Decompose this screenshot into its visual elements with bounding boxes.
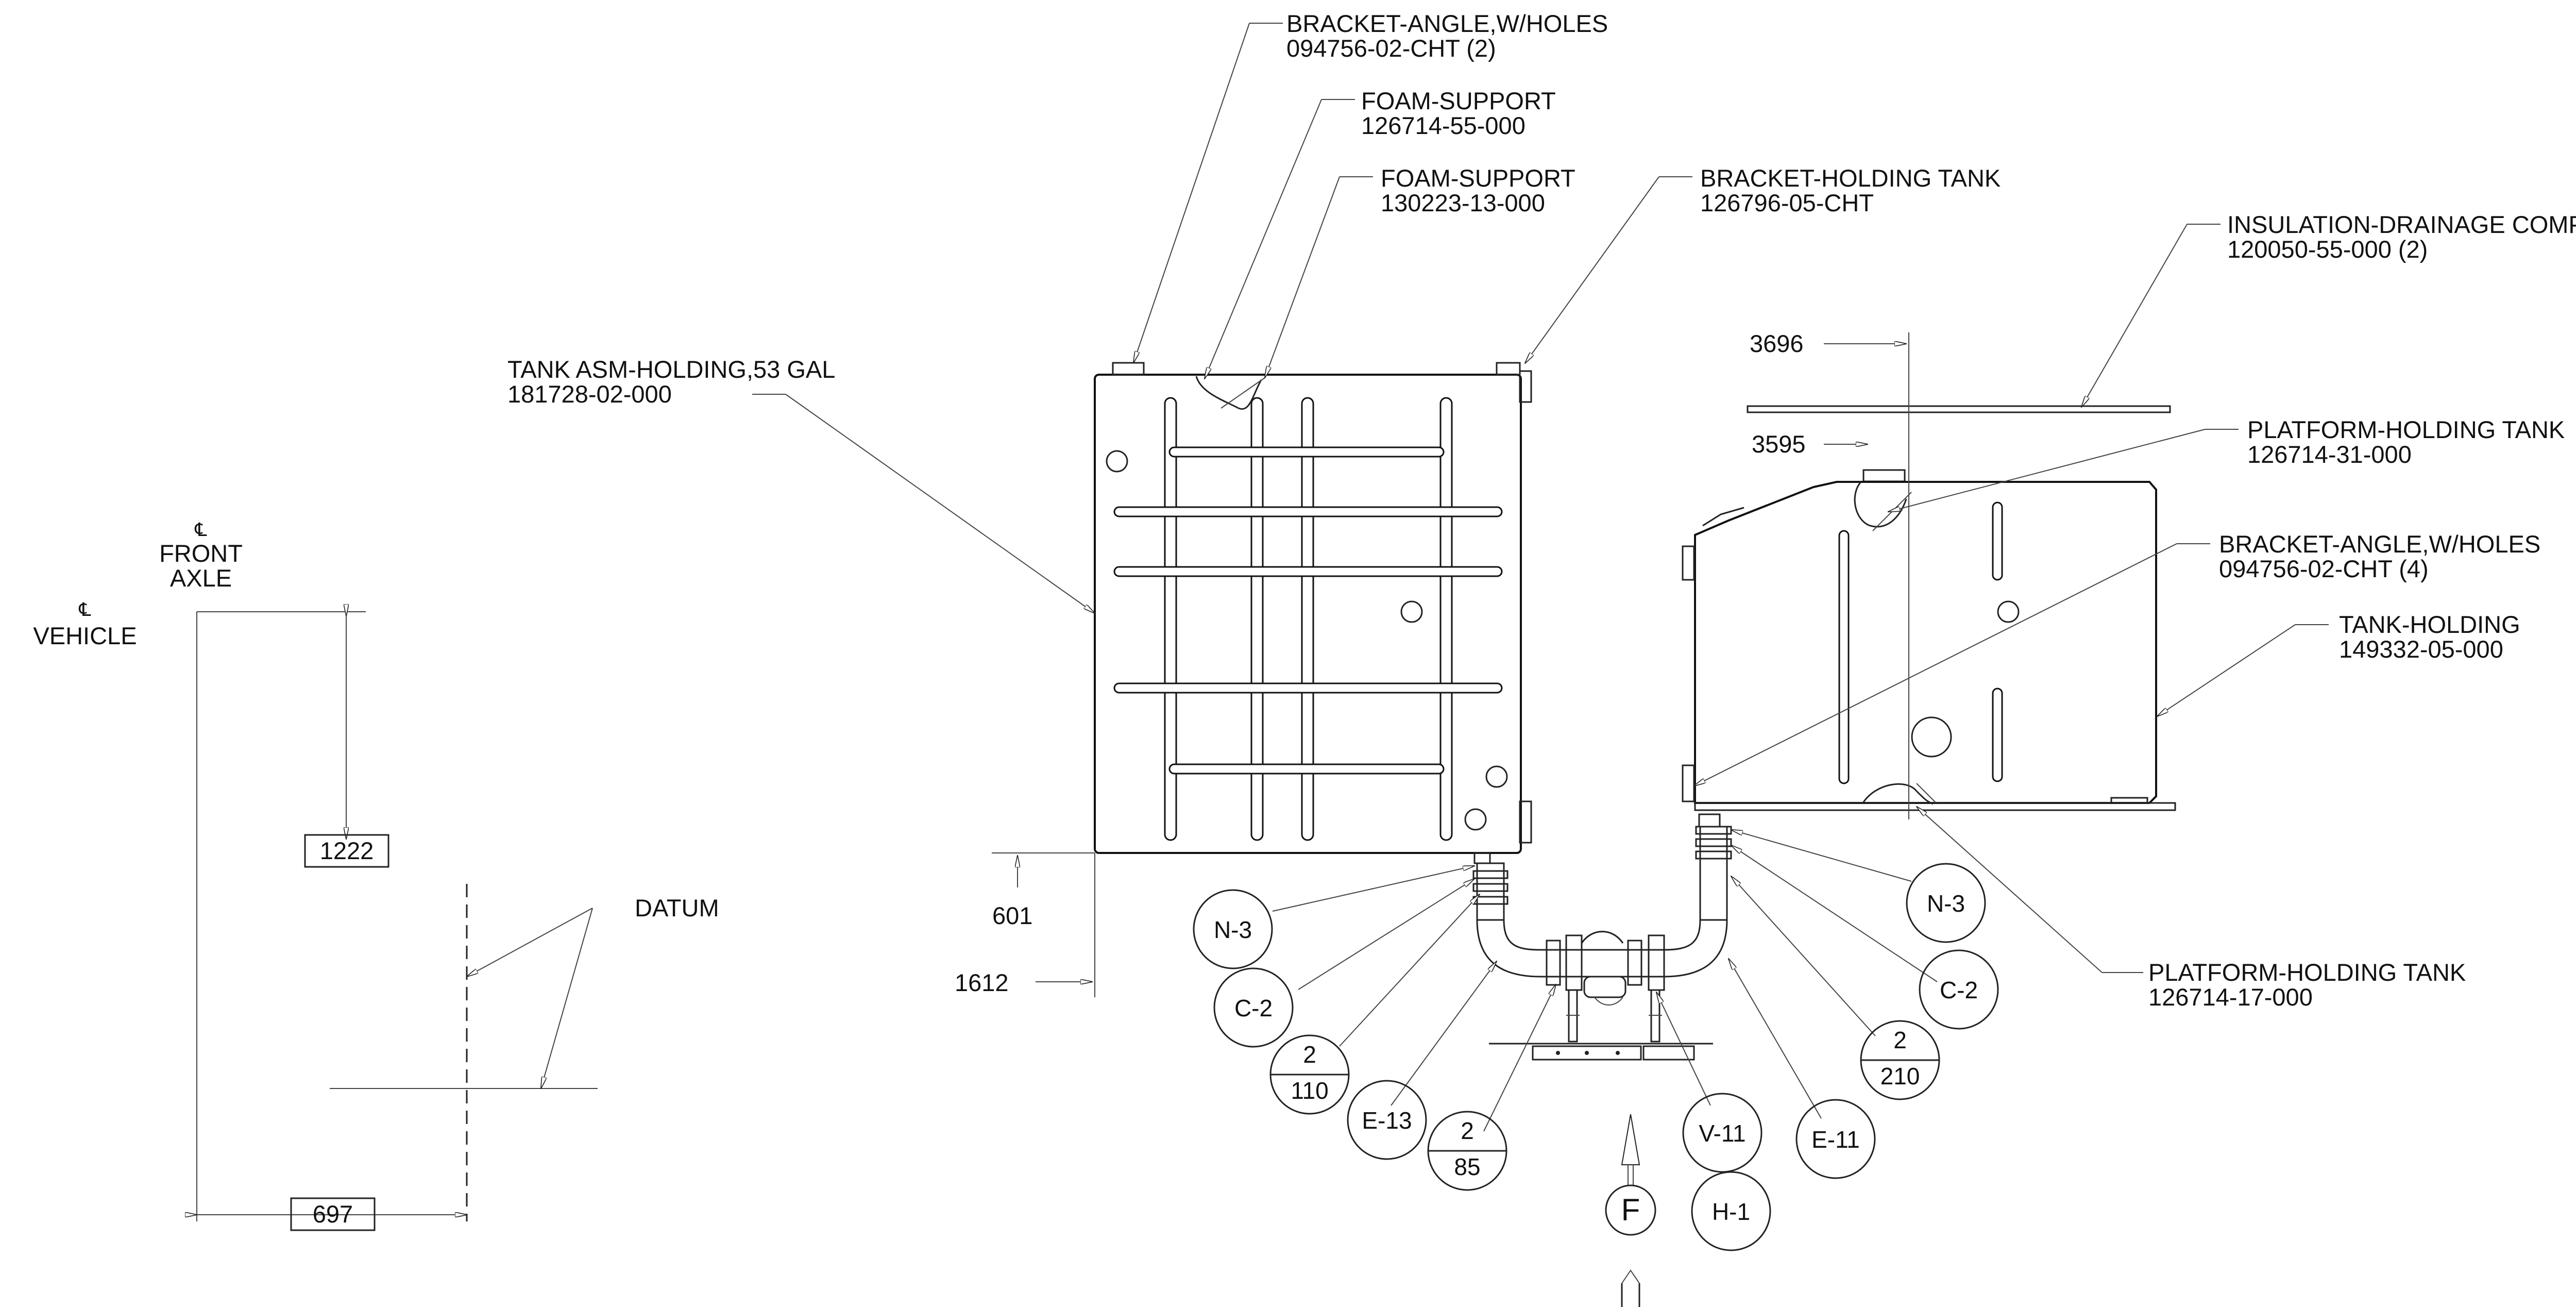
label-foam-support-1-pn: 126714-55-000 bbox=[1361, 112, 1526, 139]
label-foam-support-1: FOAM-SUPPORT bbox=[1361, 87, 1556, 114]
label-vehicle: VEHICLE bbox=[33, 622, 137, 649]
callout-n3-left: N-3 bbox=[1214, 916, 1252, 943]
datum-dimensions bbox=[197, 344, 1906, 1221]
dim-1222: 1222 bbox=[320, 837, 374, 864]
callout-e13: E-13 bbox=[1362, 1107, 1412, 1134]
label-tank-asm-holding-pn: 181728-02-000 bbox=[507, 380, 672, 408]
callout-e11: E-11 bbox=[1811, 1126, 1860, 1153]
label-platform-holding-tank-2: PLATFORM-HOLDING TANK bbox=[2148, 959, 2466, 986]
label-vehicle-cl: ℄ bbox=[78, 599, 91, 620]
dimension-values: 3696 3595 601 1612 1222 697 bbox=[290, 330, 1806, 1231]
dim-601: 601 bbox=[992, 902, 1032, 929]
label-platform-holding-tank-1: PLATFORM-HOLDING TANK bbox=[2247, 416, 2565, 443]
callout-qty-85-top: 2 bbox=[1461, 1117, 1474, 1144]
label-bracket-angle-top: BRACKET-ANGLE,W/HOLES bbox=[1286, 10, 1608, 37]
label-bracket-angle-right: BRACKET-ANGLE,W/HOLES bbox=[2219, 530, 2540, 558]
label-tank-holding-pn: 149332-05-000 bbox=[2339, 635, 2503, 663]
callout-c2-right: C-2 bbox=[1940, 977, 1978, 1003]
callout-bubbles: N-3 C-2 2 110 E-13 2 85 V-11 H-1 E-11 2 … bbox=[1193, 863, 1999, 1251]
dim-1612: 1612 bbox=[955, 969, 1009, 996]
callout-qty-210-bottom: 210 bbox=[1880, 1063, 1920, 1090]
part-labels: BRACKET-ANGLE,W/HOLES 094756-02-CHT (2) … bbox=[33, 10, 2576, 1011]
right-holding-tank bbox=[1682, 332, 2176, 828]
label-front-axle-1: FRONT bbox=[159, 540, 243, 567]
label-foam-support-2: FOAM-SUPPORT bbox=[1381, 164, 1575, 192]
view-f-label: F bbox=[1621, 1193, 1640, 1227]
label-foam-support-2-pn: 130223-13-000 bbox=[1381, 189, 1545, 216]
view-f-bubble bbox=[1605, 1184, 1656, 1236]
label-bracket-holding-tank-pn: 126796-05-CHT bbox=[1700, 189, 1874, 216]
label-bracket-holding-tank: BRACKET-HOLDING TANK bbox=[1700, 164, 2001, 192]
callout-qty-210-top: 2 bbox=[1893, 1027, 1907, 1053]
label-tank-asm-holding: TANK ASM-HOLDING,53 GAL bbox=[507, 356, 835, 383]
label-platform-holding-tank-1-pn: 126714-31-000 bbox=[2247, 441, 2412, 468]
leader-lines bbox=[752, 23, 2329, 1132]
label-bracket-angle-top-pn: 094756-02-CHT (2) bbox=[1286, 35, 1496, 62]
dim-697: 697 bbox=[313, 1200, 353, 1228]
label-platform-holding-tank-2-pn: 126714-17-000 bbox=[2148, 983, 2313, 1011]
label-front-axle-2: AXLE bbox=[170, 564, 232, 592]
drain-plumbing bbox=[1472, 826, 1732, 1061]
label-insulation-drainage-pn: 120050-55-000 (2) bbox=[2227, 236, 2428, 263]
callout-n3-right: N-3 bbox=[1927, 890, 1965, 917]
label-front-axle-cl: ℄ bbox=[194, 519, 207, 540]
dim-3696: 3696 bbox=[1750, 330, 1804, 357]
label-bracket-angle-right-pn: 094756-02-CHT (4) bbox=[2219, 555, 2429, 582]
callout-v11: V-11 bbox=[1699, 1120, 1745, 1147]
callout-c2-left: C-2 bbox=[1234, 995, 1273, 1021]
view-arrow-f: F bbox=[1605, 1114, 1656, 1307]
left-holding-tank bbox=[1094, 362, 1532, 864]
callout-qty-110-top: 2 bbox=[1303, 1041, 1316, 1068]
callout-h1: H-1 bbox=[1712, 1198, 1750, 1225]
callout-qty-85-bottom: 85 bbox=[1454, 1153, 1480, 1180]
dim-3595: 3595 bbox=[1752, 430, 1806, 458]
label-tank-holding: TANK-HOLDING bbox=[2339, 611, 2520, 638]
label-datum: DATUM bbox=[635, 894, 719, 921]
callout-qty-110-bottom: 110 bbox=[1291, 1077, 1328, 1104]
label-insulation-drainage: INSULATION-DRAINAGE COMPT bbox=[2227, 211, 2576, 238]
